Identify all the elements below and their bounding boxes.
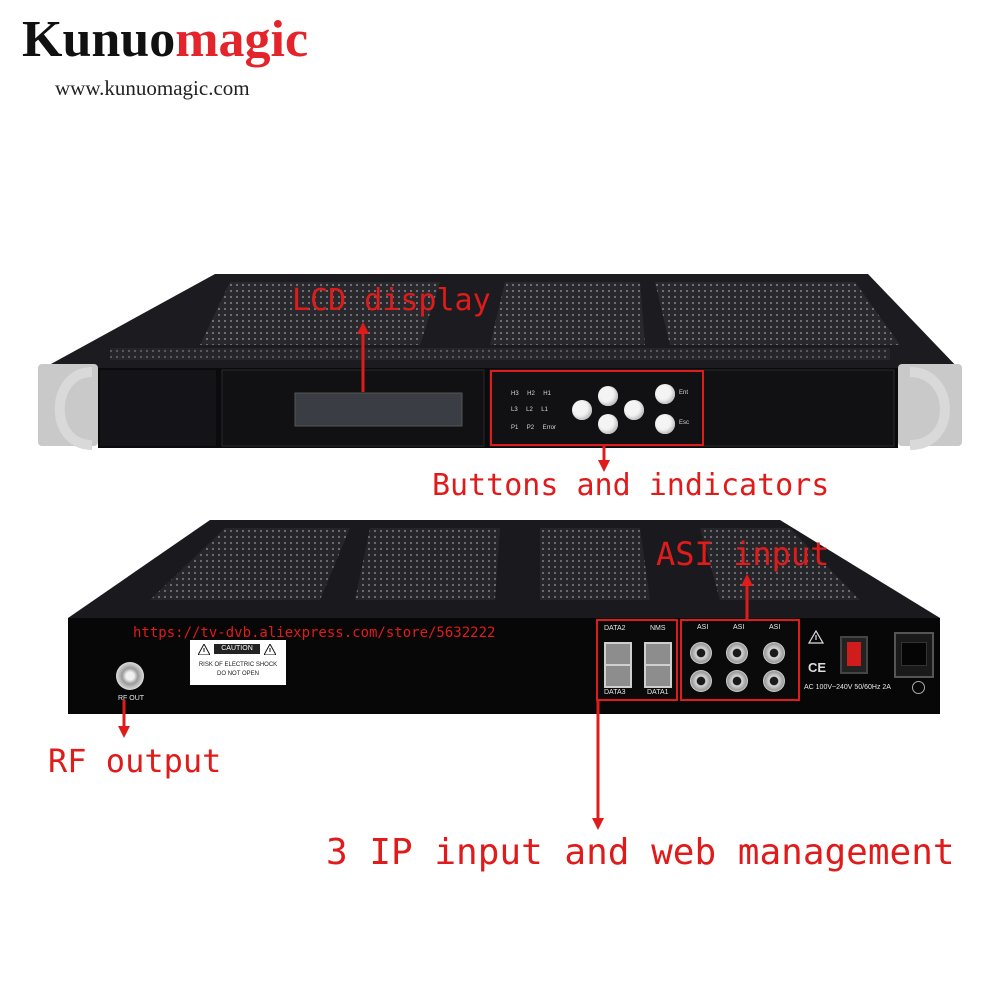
led-label-l1: L1 <box>541 407 548 413</box>
button-down[interactable] <box>598 414 618 434</box>
port-label-nms: NMS <box>650 625 666 632</box>
button-left[interactable] <box>572 400 592 420</box>
button-ent[interactable] <box>655 384 675 404</box>
caution-line-1: RISK OF ELECTRIC SHOCK <box>198 662 278 668</box>
port-label-data3: DATA3 <box>604 689 626 696</box>
led-row-2: L3 L2 L1 <box>511 398 556 416</box>
led-row-3: P1 P2 Error <box>511 416 571 434</box>
bnc-asi-out-2[interactable] <box>726 670 748 692</box>
callout-rf-output: RF output <box>48 742 222 780</box>
led-label-h2: H2 <box>527 391 535 397</box>
callout-ip-input-web-management: 3 IP input and web management <box>326 832 955 873</box>
arrow-down-icon <box>598 446 610 472</box>
led-label-p1: P1 <box>511 425 519 431</box>
asi-label-3: ASI <box>769 624 781 631</box>
power-rating-label: AC 100V~240V 50/60Hz 2A <box>804 684 891 691</box>
port-label-data1: DATA1 <box>647 689 669 696</box>
callout-lcd-display: LCD display <box>292 283 491 318</box>
brand-logo: Kunuomagic <box>22 8 308 72</box>
caution-title: CAUTION <box>214 644 260 654</box>
rf-out-connector[interactable] <box>116 662 144 690</box>
brand-name-red: magic <box>175 11 309 68</box>
front-unit-chassis <box>38 274 962 450</box>
port-label-data2: DATA2 <box>604 625 626 632</box>
led-row-1: H3 H2 H1 <box>511 382 556 400</box>
ce-mark: CE <box>808 660 827 675</box>
bnc-asi-in-2[interactable] <box>726 642 748 664</box>
warning-triangle-icon <box>264 644 276 655</box>
arrow-up-icon <box>357 322 369 392</box>
rj45-port-nms[interactable] <box>644 642 672 666</box>
bnc-asi-in-1[interactable] <box>690 642 712 664</box>
bnc-asi-in-3[interactable] <box>763 642 785 664</box>
ground-icon <box>912 681 925 694</box>
caution-line-2: DO NOT OPEN <box>217 671 259 677</box>
button-up[interactable] <box>598 386 618 406</box>
arrow-down-icon <box>118 700 130 738</box>
brand-website: www.kunuomagic.com <box>55 76 250 100</box>
callout-buttons-indicators: Buttons and indicators <box>432 468 830 503</box>
rj45-port-data2[interactable] <box>604 642 632 666</box>
brand-name-dark: Kunuo <box>22 11 176 68</box>
rf-out-label: RF OUT <box>118 695 145 702</box>
led-label-error: Error <box>542 425 556 431</box>
led-label-h1: H1 <box>543 391 551 397</box>
button-ent-label: Ent <box>679 390 689 396</box>
rj45-port-data3[interactable] <box>604 664 632 688</box>
arrow-up-icon <box>741 574 753 620</box>
power-socket-icon[interactable] <box>894 632 934 678</box>
store-watermark: https://tv-dvb.aliexpress.com/store/5632… <box>133 625 496 641</box>
callout-asi-input: ASI input <box>656 535 830 573</box>
led-label-p2: P2 <box>526 425 535 431</box>
warning-triangle-icon <box>198 644 210 655</box>
warning-triangle-icon <box>808 630 824 644</box>
bnc-asi-out-3[interactable] <box>763 670 785 692</box>
asi-label-2: ASI <box>733 624 745 631</box>
power-switch-icon[interactable] <box>840 636 868 674</box>
rj45-port-data1[interactable] <box>644 664 672 688</box>
button-esc-label: Esc <box>679 420 690 426</box>
buttons-indicators-highlight <box>490 370 704 446</box>
led-label-l2: L2 <box>526 407 533 413</box>
caution-sticker: CAUTION RISK OF ELECTRIC SHOCK DO NOT OP… <box>190 640 286 685</box>
button-esc[interactable] <box>655 414 675 434</box>
led-label-l3: L3 <box>511 407 518 413</box>
bnc-asi-out-1[interactable] <box>690 670 712 692</box>
arrow-down-icon <box>592 700 604 830</box>
button-right[interactable] <box>624 400 644 420</box>
asi-label-1: ASI <box>697 624 709 631</box>
led-label-h3: H3 <box>511 391 519 397</box>
